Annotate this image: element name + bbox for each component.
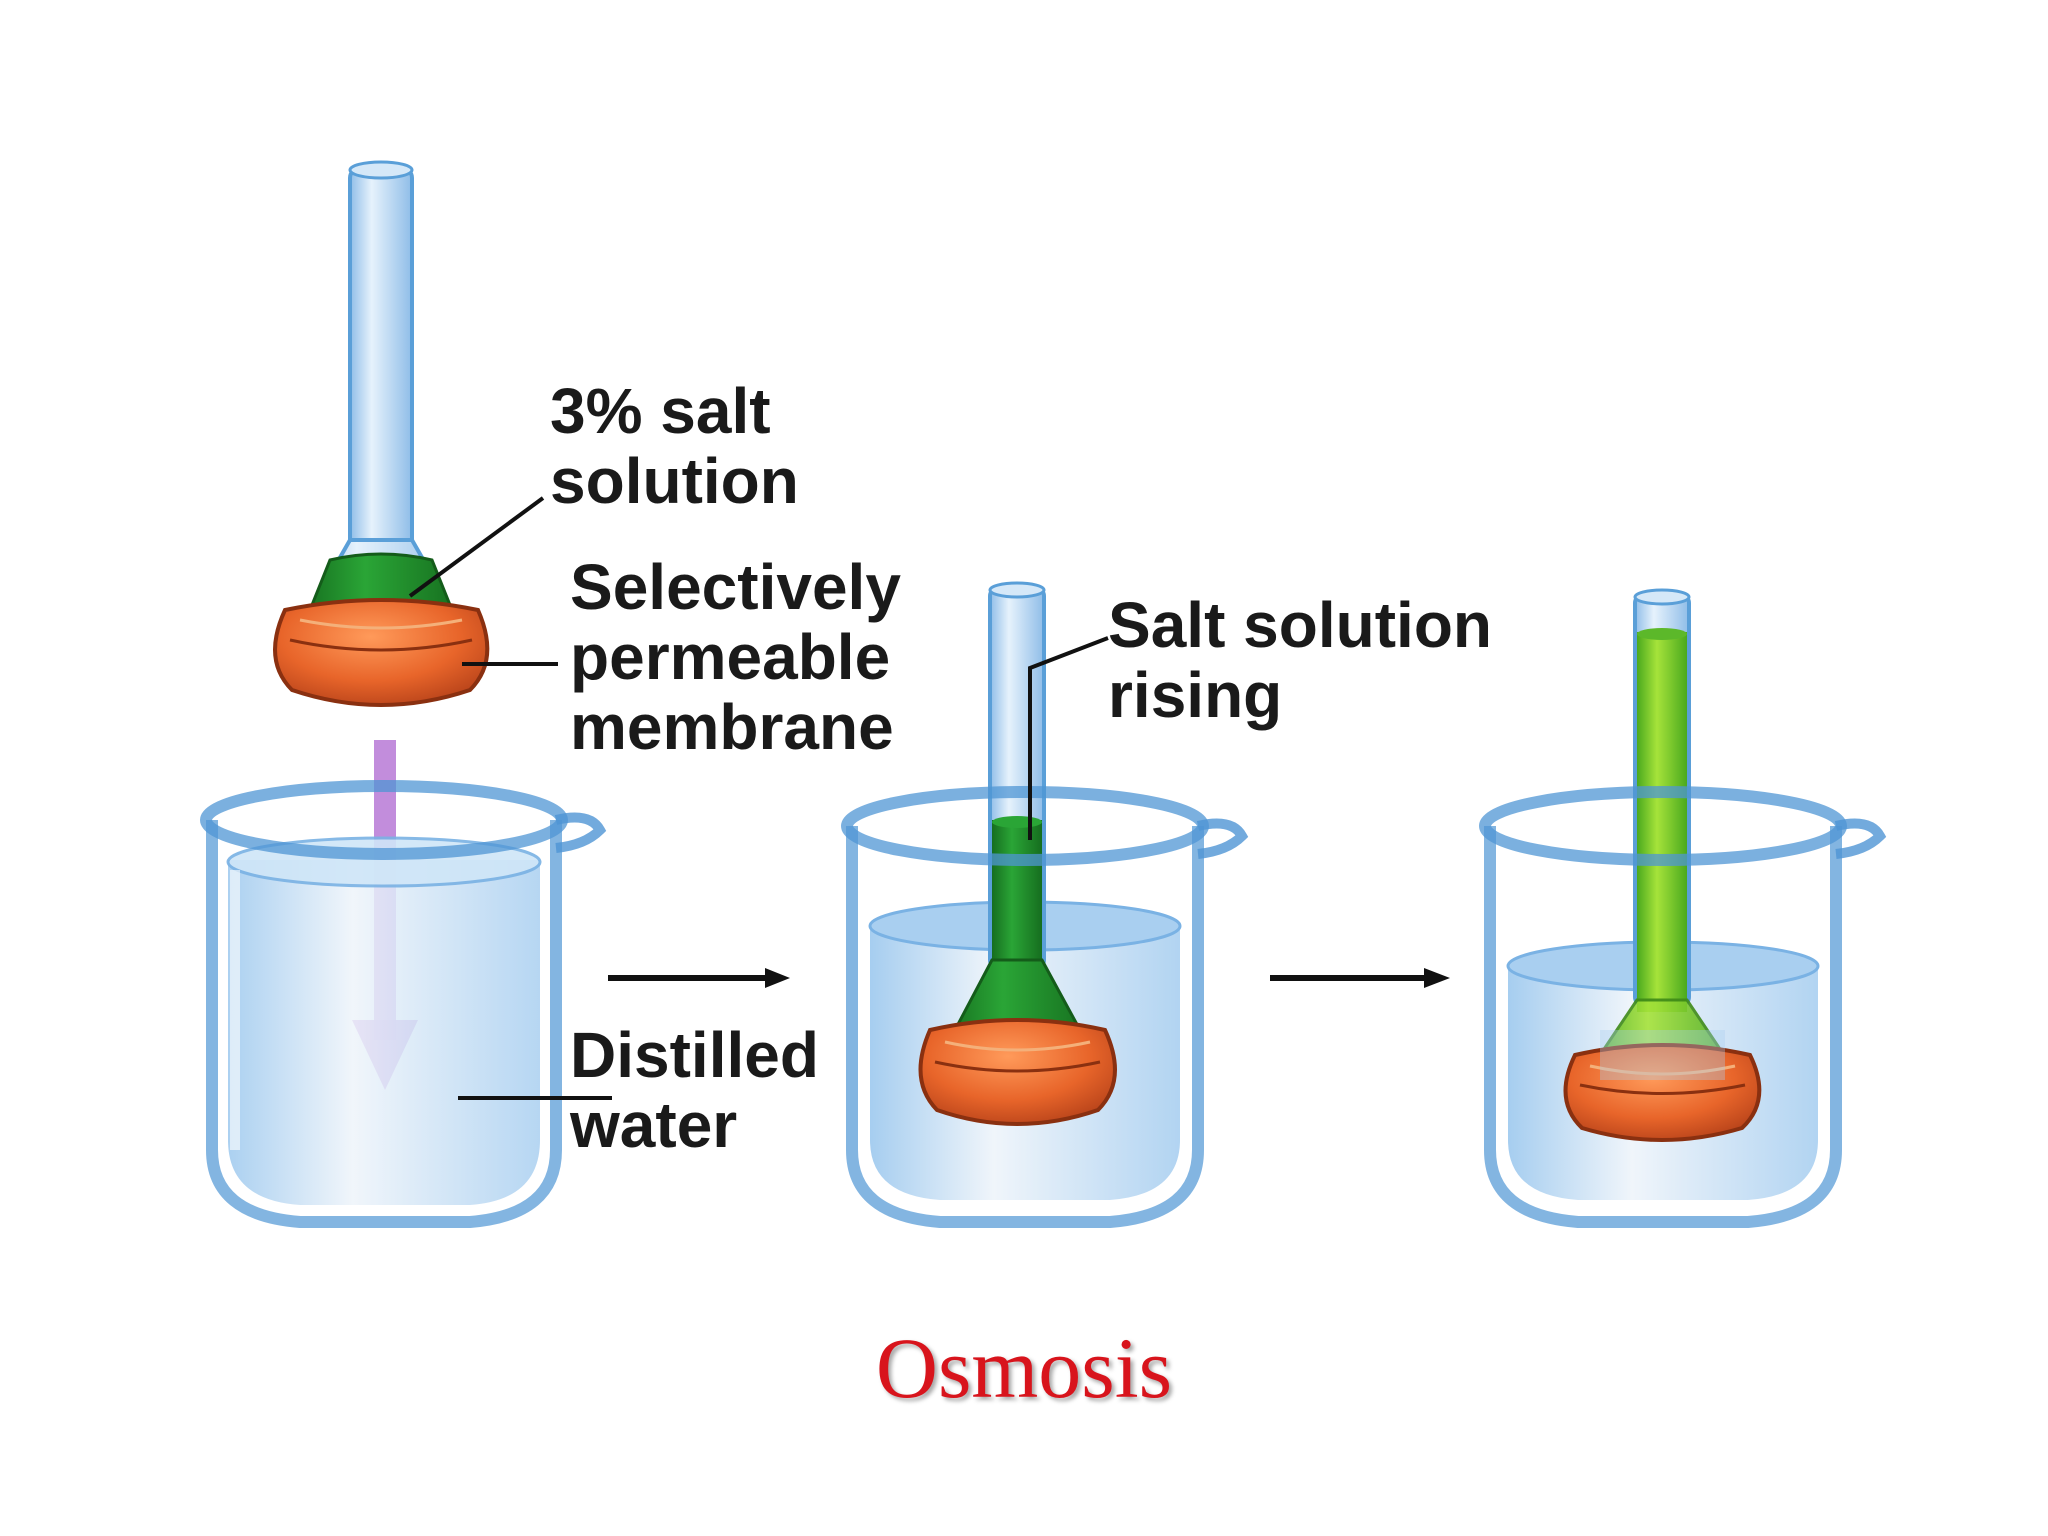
diagram-title: Osmosis [875,1320,1173,1416]
leader-lines [408,496,1109,1100]
label-salt-solution-line2: solution [550,445,799,517]
leader-salt-solution [408,496,545,598]
beaker-1 [200,780,607,1228]
beaker-3 [1479,588,1887,1228]
label-membrane-line1: Selectively [570,551,901,623]
step-arrow-2-icon [1270,968,1450,988]
funnel-apparatus-1 [273,160,490,707]
step-arrow-1-icon [608,968,790,988]
label-distilled-water-line2: water [570,1089,738,1161]
label-membrane-line2: permeable [570,621,891,693]
label-salt-rising-line2: rising [1108,659,1283,731]
label-membrane-line3: membrane [570,691,894,763]
label-distilled-water: Distilled water [570,1020,819,1160]
leader-salt-rising [1028,636,1109,840]
label-salt-solution-line1: 3% salt [550,375,771,447]
label-distilled-water-line1: Distilled [570,1019,819,1091]
label-salt-solution: 3% salt solution [550,376,799,516]
label-membrane: Selectively permeable membrane [570,552,901,762]
label-salt-rising-line1: Salt solution [1108,589,1492,661]
label-salt-rising: Salt solution rising [1108,590,1492,730]
